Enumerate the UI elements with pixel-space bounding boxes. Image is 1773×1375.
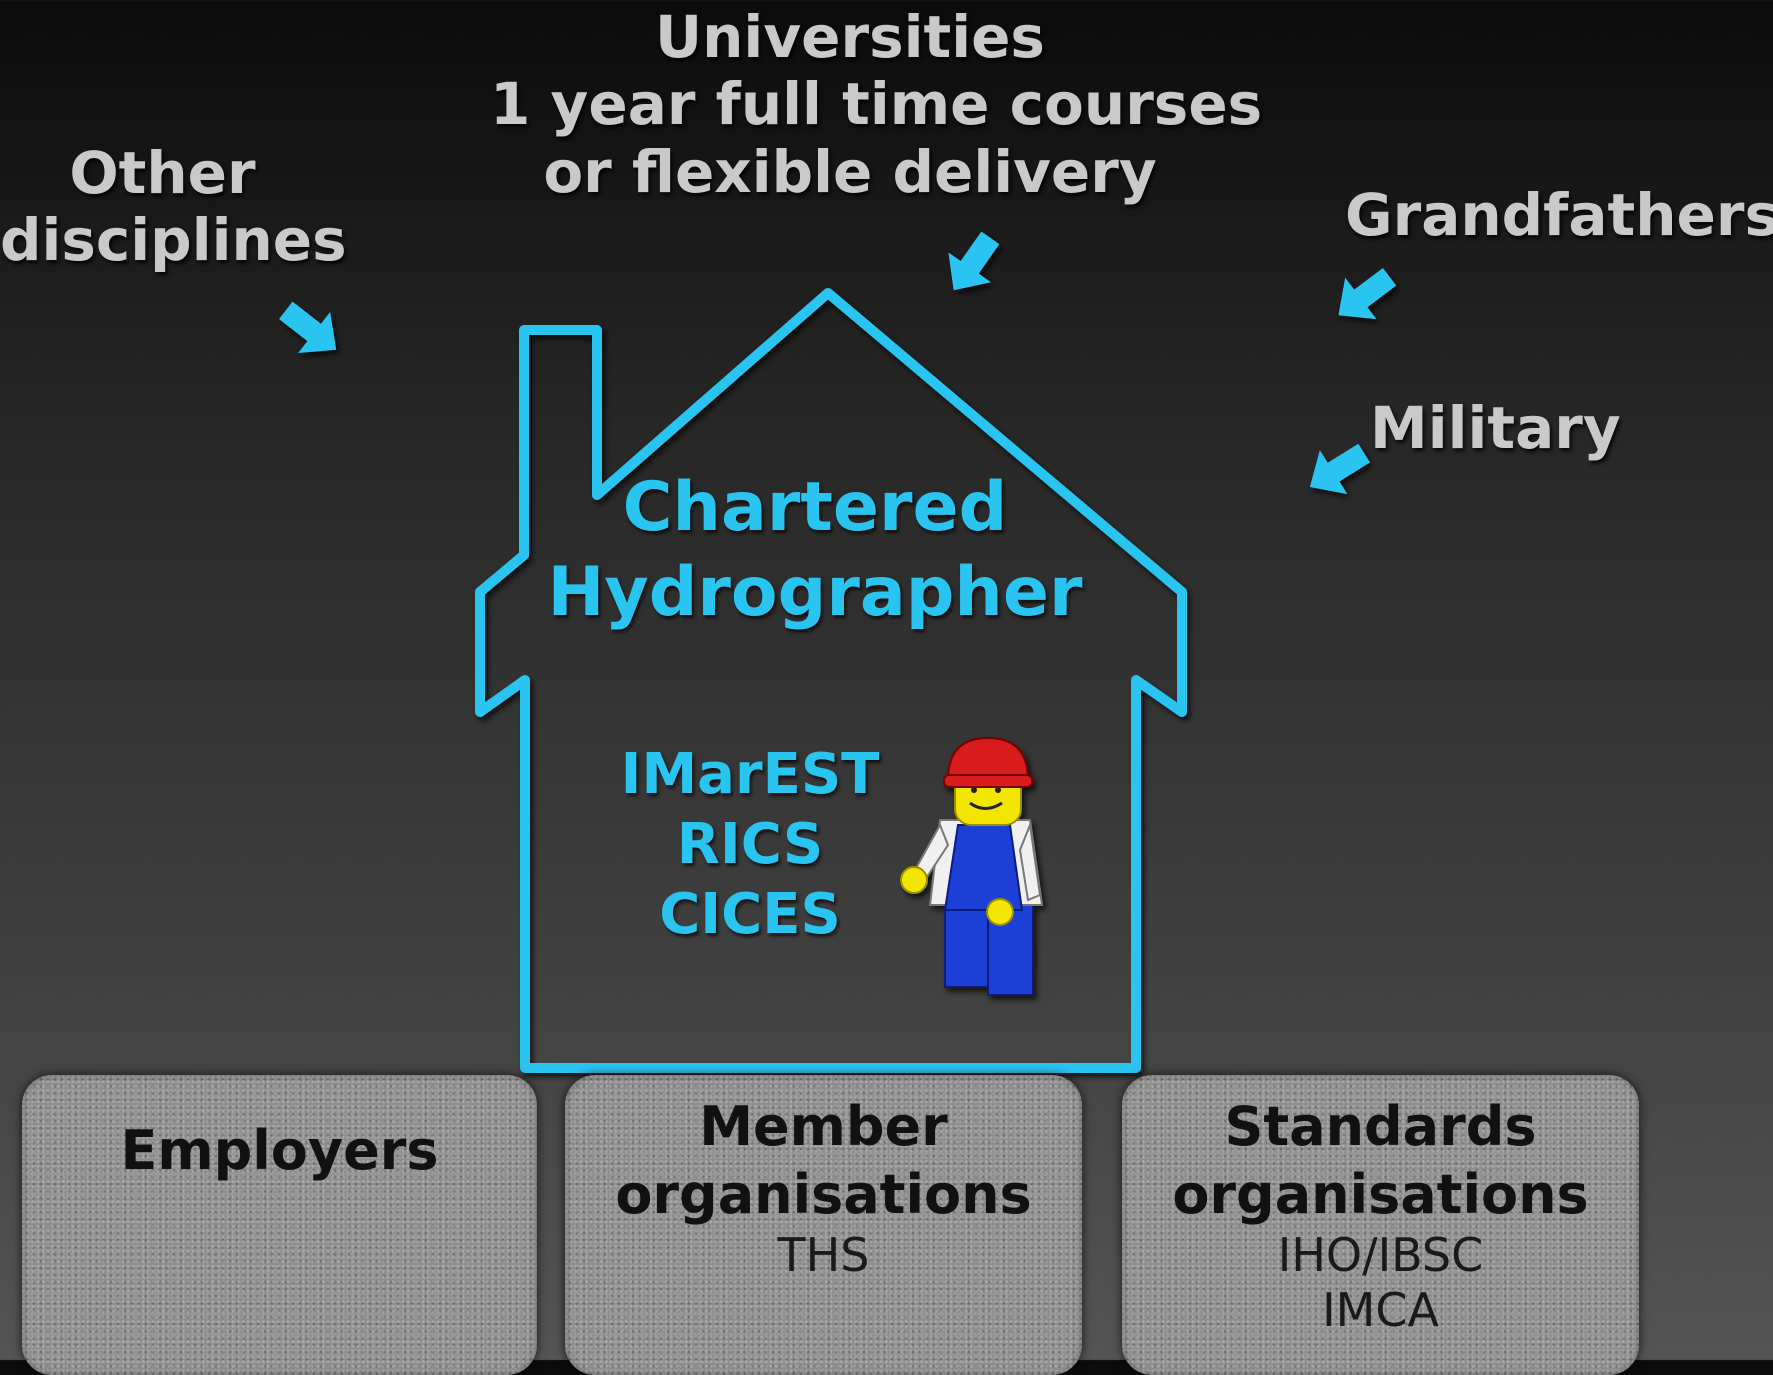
house-title: Chartered Hydrographer	[540, 465, 1090, 635]
arrow-from-other-disciplines	[269, 289, 353, 371]
pillar-member-title-line-1: Member	[699, 1095, 948, 1158]
universities-line-1: Universities	[655, 3, 1045, 71]
pillar-standards-title-line-2: organisations	[1172, 1162, 1589, 1226]
house-outline-main	[475, 288, 1187, 1073]
pillar-member-item-ths: THS	[777, 1228, 870, 1282]
body-rics: RICS	[676, 812, 824, 877]
professional-bodies: IMarEST RICS CICES	[600, 740, 900, 950]
pillar-standards-organisations: Standards organisations IHO/IBSC IMCA	[1122, 1075, 1639, 1375]
other-disciplines-line-1: Other	[69, 139, 256, 207]
pillar-employers-title: Employers	[120, 1119, 439, 1182]
house-title-line-2: Hydrographer	[547, 553, 1083, 632]
body-imarest: IMarEST	[620, 742, 880, 807]
pillar-employers: Employers	[22, 1075, 537, 1375]
military-label: Military	[1370, 394, 1621, 462]
arrow-from-universities	[932, 222, 1012, 306]
other-disciplines-label: Other disciplines	[0, 139, 347, 275]
pillar-standards-title-line-1: Standards	[1224, 1095, 1537, 1158]
worker-figure-icon	[900, 736, 1044, 996]
grandfathers-label: Grandfathers	[1345, 181, 1773, 249]
arrow-from-grandfathers	[1322, 255, 1406, 337]
house-title-line-1: Chartered	[622, 468, 1008, 547]
pillar-member-organisations: Member organisations THS	[565, 1075, 1082, 1375]
other-disciplines-line-2: disciplines	[0, 206, 347, 275]
pillar-standards-item-iho: IHO/IBSC	[1277, 1228, 1484, 1282]
universities-line-2: 1 year full time courses	[490, 70, 1263, 139]
arrow-from-military	[1296, 430, 1378, 510]
universities-label: Universities 1 year full time courses or…	[490, 3, 1263, 206]
body-cices: CICES	[659, 882, 841, 947]
universities-line-3: or flexible delivery	[543, 137, 1157, 206]
pillar-member-title-line-2: organisations	[615, 1162, 1032, 1226]
pillar-standards-item-imca: IMCA	[1322, 1283, 1439, 1338]
